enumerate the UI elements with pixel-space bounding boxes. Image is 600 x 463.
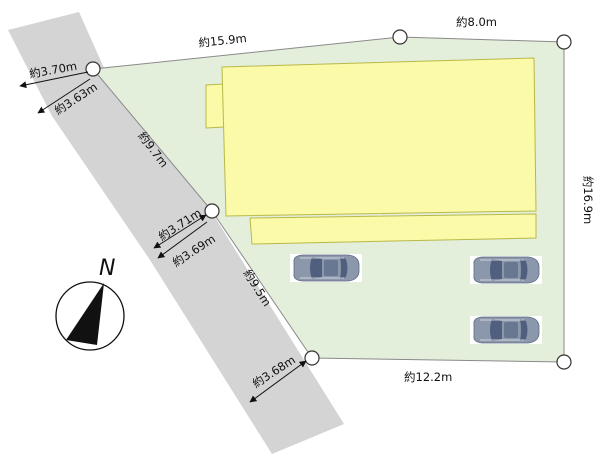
dim-arrow bbox=[157, 221, 208, 259]
building-extension bbox=[249, 213, 537, 245]
north-label: N bbox=[99, 256, 115, 281]
boundary-marker bbox=[204, 203, 220, 219]
label-right-edge: 約16.9m bbox=[581, 176, 595, 224]
north-arrow-icon bbox=[55, 281, 125, 351]
building-porch bbox=[205, 83, 225, 129]
boundary-marker bbox=[304, 350, 320, 366]
car-icon bbox=[469, 315, 543, 345]
boundary-marker bbox=[392, 29, 408, 45]
label-top-left-edge: 約15.9m bbox=[198, 31, 248, 50]
dim-arrow bbox=[153, 214, 207, 249]
dim-arrow bbox=[249, 360, 307, 403]
label-bottom-edge: 約12.2m bbox=[404, 370, 452, 384]
building bbox=[221, 57, 537, 217]
dimension-arrows bbox=[19, 71, 307, 403]
car-icon bbox=[469, 255, 543, 285]
boundary-marker bbox=[556, 34, 572, 50]
dim-arrow bbox=[37, 78, 91, 114]
boundary-markers bbox=[85, 29, 572, 370]
car-icon bbox=[289, 253, 363, 283]
boundary-marker bbox=[85, 61, 101, 77]
boundary-marker bbox=[556, 354, 572, 370]
label-top-right-edge: 約8.0m bbox=[456, 15, 497, 29]
dim-arrow bbox=[19, 71, 89, 89]
